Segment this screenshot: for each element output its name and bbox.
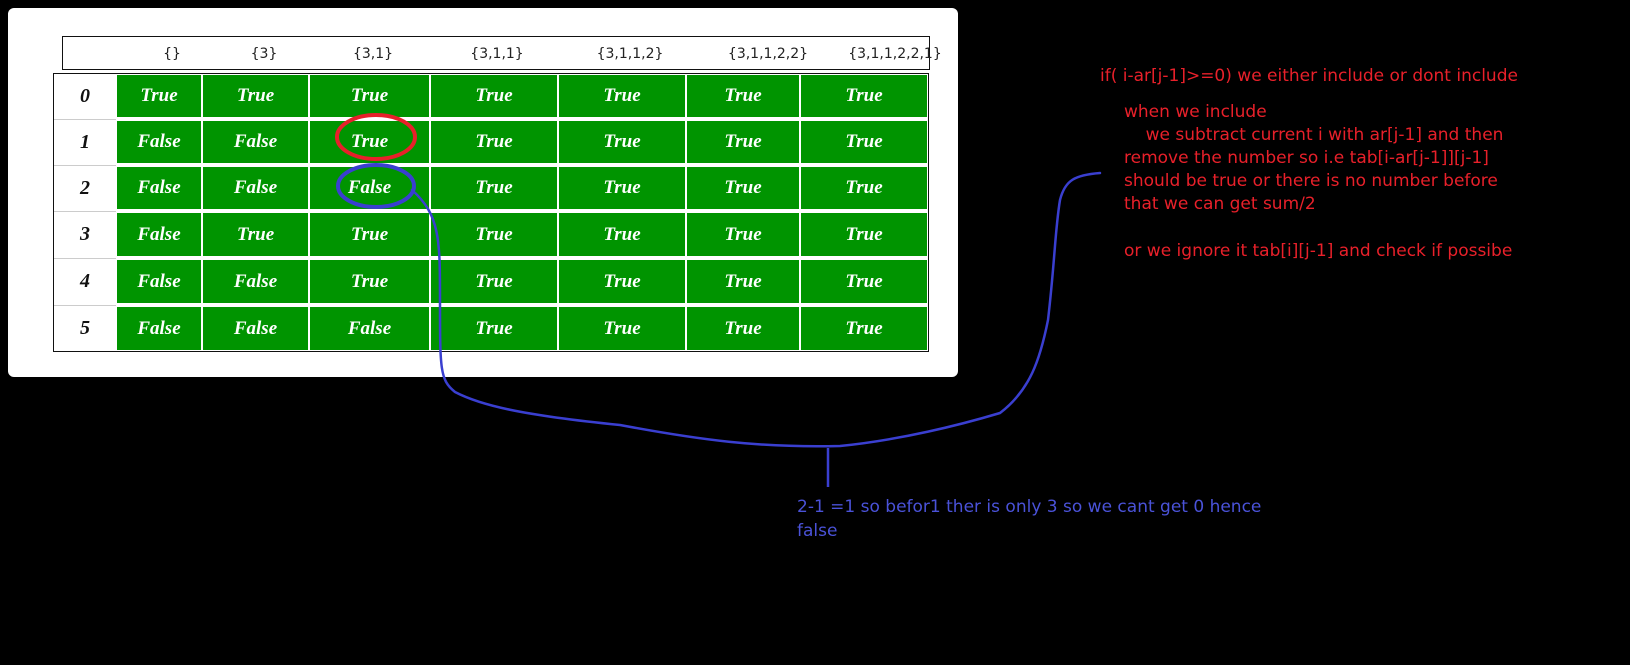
table-cell: True (559, 260, 685, 303)
table-cell: True (801, 167, 927, 209)
red-note-line-1: if( i-ar[j-1]>=0) we either include or d… (1100, 66, 1518, 86)
table-cell: True (687, 260, 799, 303)
table-cell: True (559, 75, 685, 117)
row-separator (54, 258, 116, 259)
table-cell: True (117, 75, 201, 117)
table-cell: True (801, 75, 927, 117)
column-header: {3} (250, 46, 278, 62)
red-note-line-7: or we ignore it tab[i][j-1] and check if… (1124, 241, 1513, 261)
table-cell: True (559, 121, 685, 163)
table-cell: True (431, 260, 557, 303)
table-cell: False (117, 167, 201, 209)
table-cell: True (687, 213, 799, 256)
table-cell: True (687, 167, 799, 209)
column-header: {3,1} (352, 46, 394, 62)
table-cell: True (310, 260, 429, 303)
blue-note-line-2: false (797, 521, 838, 541)
table-cell: False (203, 260, 308, 303)
table-cell: True (431, 121, 557, 163)
table-cell: True (687, 75, 799, 117)
red-note-line-2: when we include (1124, 102, 1267, 122)
table-cell: True (203, 75, 308, 117)
red-note-line-6: that we can get sum/2 (1124, 194, 1316, 214)
row-label: 3 (80, 223, 90, 245)
table-cell: False (203, 121, 308, 163)
table-cell: False (117, 307, 201, 350)
red-note-line-3: we subtract current i with ar[j-1] and t… (1124, 125, 1504, 145)
table-cell: False (310, 307, 429, 350)
table-cell: False (117, 260, 201, 303)
row-separator (54, 165, 116, 166)
row-label: 2 (80, 176, 90, 199)
table-cell: True (559, 167, 685, 209)
red-note-line-5: should be true or there is no number bef… (1124, 171, 1498, 191)
row-separator (54, 211, 116, 212)
red-highlight-circle (335, 113, 417, 161)
table-cell: False (310, 167, 429, 209)
table-cell: True (310, 75, 429, 117)
table-cell: True (431, 213, 557, 256)
column-header: {3,1,1,2} (596, 46, 664, 62)
table-cell: True (310, 213, 429, 256)
table-cell: True (559, 213, 685, 256)
row-label: 0 (80, 84, 90, 107)
column-header: {3,1,1,2,2,1} (848, 46, 942, 62)
column-header: {3,1,1} (470, 46, 524, 62)
table-cell: True (801, 121, 927, 163)
red-note-line-4: remove the number so i.e tab[i-ar[j-1]][… (1124, 148, 1489, 168)
table-cell: True (801, 260, 927, 303)
row-separator (54, 305, 116, 306)
table-cell: True (801, 307, 927, 350)
table-cell: True (687, 121, 799, 163)
column-header: {3,1,1,2,2} (727, 46, 809, 62)
blue-highlight-circle (336, 163, 416, 209)
table-cell: True (559, 307, 685, 350)
table-cell: False (203, 167, 308, 209)
row-label: 5 (80, 317, 90, 339)
table-cell: False (117, 213, 201, 256)
row-label: 1 (80, 130, 90, 153)
table-cell: False (117, 121, 201, 163)
table-cell: True (431, 167, 557, 209)
table-cell: True (801, 213, 927, 256)
row-separator (54, 119, 116, 120)
table-cell: True (203, 213, 308, 256)
column-header-row (62, 36, 930, 70)
table-cell: True (687, 307, 799, 350)
blue-connector-curve (410, 171, 1102, 448)
blue-note-line-1: 2-1 =1 so befor1 ther is only 3 so we ca… (797, 497, 1262, 517)
table-cell: True (431, 307, 557, 350)
table-cell: True (431, 75, 557, 117)
row-label: 4 (80, 270, 90, 292)
column-header: {} (163, 46, 181, 62)
dp-table (53, 73, 929, 352)
table-cell: False (203, 307, 308, 350)
